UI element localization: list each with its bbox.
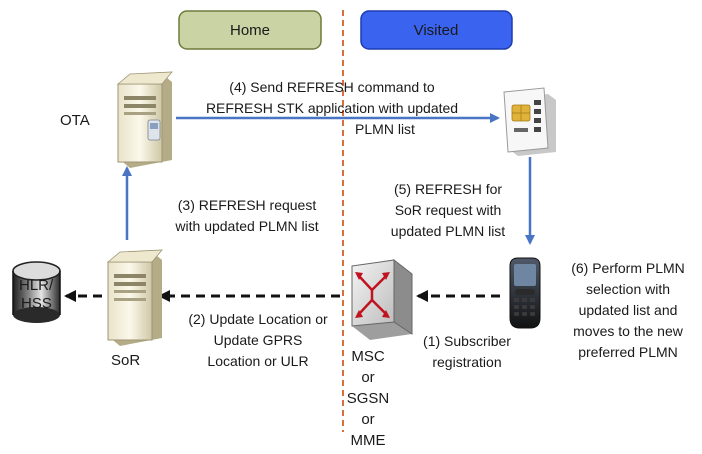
- step4-label: (4) Send REFRESH command to REFRESH STK …: [206, 79, 458, 137]
- step5-line3: updated PLMN list: [391, 223, 506, 239]
- step4-line2: REFRESH STK application with updated: [206, 100, 458, 116]
- step3-label: (3) REFRESH request with updated PLMN li…: [174, 197, 318, 234]
- ota-label: OTA: [60, 112, 90, 129]
- msc-label-line5: MME: [351, 432, 386, 449]
- step6-line4: moves to the new: [573, 323, 684, 339]
- step6-line2: selection with: [586, 281, 670, 297]
- step4-line3: PLMN list: [355, 121, 415, 137]
- step3-line2: with updated PLMN list: [174, 218, 318, 234]
- msc-label-line1: MSC: [351, 348, 385, 365]
- ota-server-icon: [116, 71, 173, 168]
- sor-server-icon: [106, 249, 163, 346]
- mobile-phone-icon: [509, 257, 541, 329]
- step6-line3: updated list and: [579, 302, 678, 318]
- msc-switch-icon: [351, 258, 413, 340]
- step2-label: (2) Update Location or Update GPRS Locat…: [188, 311, 328, 369]
- msc-label-line3: SGSN: [347, 390, 390, 407]
- step2-line1: (2) Update Location or: [188, 311, 328, 327]
- hlr-label-line1: HLR/: [19, 277, 54, 294]
- msc-label-line2: or: [361, 369, 374, 386]
- visited-zone-label: Visited: [414, 22, 459, 39]
- step5-line2: SoR request with: [395, 202, 502, 218]
- step5-line1: (5) REFRESH for: [394, 181, 502, 197]
- msc-label-line4: or: [361, 411, 374, 428]
- hlr-label-line2: HSS: [21, 295, 52, 312]
- step6-line5: preferred PLMN: [578, 344, 678, 360]
- step6-line1: (6) Perform PLMN: [571, 260, 685, 276]
- step1-line2: registration: [432, 354, 501, 370]
- step1-label: (1) Subscriber registration: [423, 333, 511, 370]
- sim-card-icon: [503, 87, 556, 156]
- step3-line1: (3) REFRESH request: [178, 197, 317, 213]
- step2-line2: Update GPRS: [214, 332, 303, 348]
- msc-label: MSC or SGSN or MME: [347, 348, 390, 449]
- step4-line1: (4) Send REFRESH command to: [229, 79, 435, 95]
- step2-line3: Location or ULR: [207, 353, 308, 369]
- home-zone-label: Home: [230, 22, 270, 39]
- step1-line1: (1) Subscriber: [423, 333, 511, 349]
- visited-zone-box: [360, 10, 513, 50]
- sor-label: SoR: [111, 352, 140, 369]
- home-zone-box: [178, 10, 322, 50]
- step6-label: (6) Perform PLMN selection with updated …: [571, 260, 685, 360]
- hlr-hss-database-icon: [12, 261, 61, 323]
- step5-label: (5) REFRESH for SoR request with updated…: [391, 181, 506, 239]
